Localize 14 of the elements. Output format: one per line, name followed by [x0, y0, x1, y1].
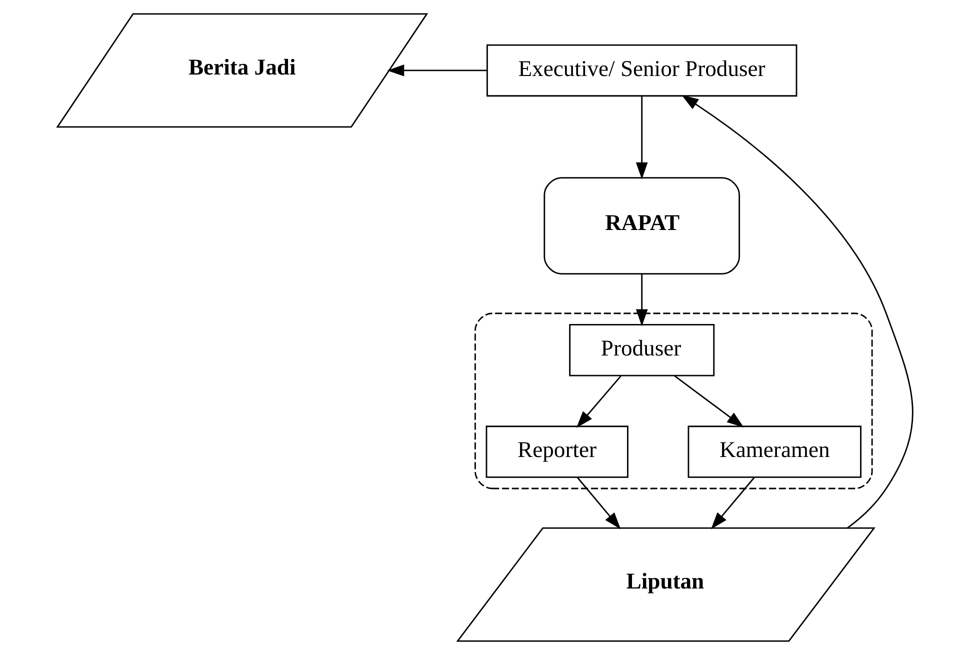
node-box: Produser [568, 324, 714, 376]
node-box: Executive/ Senior Produser [486, 44, 797, 97]
arrow [576, 477, 620, 530]
arrow [576, 375, 621, 428]
arrow [635, 274, 648, 326]
arrow [635, 96, 648, 180]
cluster [474, 312, 872, 490]
arrow [710, 477, 754, 530]
node-box: RAPAT [543, 177, 740, 275]
arrow [386, 64, 486, 76]
arrow [681, 94, 913, 528]
node-box: Kameramen [687, 426, 861, 478]
arrow [674, 375, 744, 428]
node-box: Reporter [485, 426, 628, 478]
